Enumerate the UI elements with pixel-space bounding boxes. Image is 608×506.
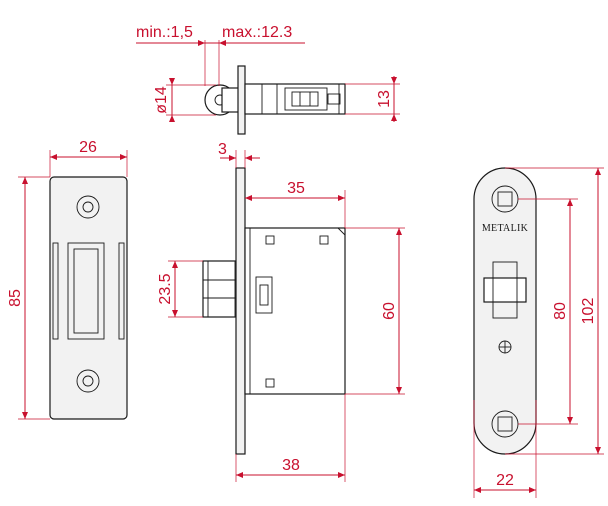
bolt	[202, 260, 241, 318]
dim-strike-height: 85	[7, 176, 50, 420]
latch-side-view	[202, 167, 346, 455]
body-depth-bottom-label: 38	[282, 457, 300, 474]
strike-opening	[67, 242, 105, 340]
dim-faceplate-hole-spacing: 80	[518, 198, 578, 425]
dim-body-depth-top: 35	[245, 180, 346, 228]
dim-roller-diameter: ø14	[153, 78, 216, 122]
bolt-height-label: 23.5	[157, 273, 174, 304]
strike-screw-hole-top	[76, 195, 100, 219]
brand-logo: METALIK	[482, 223, 529, 234]
hole-spacing-label: 80	[552, 302, 569, 320]
side-faceplate	[235, 167, 246, 455]
strike-plate-body	[49, 176, 128, 420]
bolt-opening	[483, 277, 527, 303]
roller-diameter-label: ø14	[153, 86, 170, 114]
dim-strike-width: 26	[49, 139, 128, 177]
faceplate-thickness-label: 3	[218, 141, 227, 158]
rivet	[319, 235, 329, 245]
dim-bolt-height: 23.5	[157, 260, 203, 318]
dim-faceplate-thickness: 3	[218, 141, 260, 168]
dim-body-thickness: 13	[345, 76, 400, 122]
dim-faceplate-width: 22	[473, 400, 537, 498]
body-thickness-label: 13	[376, 90, 393, 108]
clearance-min-label: min.:1,5	[136, 24, 193, 41]
top-faceplate	[237, 65, 246, 135]
dim-body-depth-bottom: 38	[235, 394, 346, 482]
strike-plate	[49, 176, 128, 420]
front-faceplate: METALIK	[473, 167, 537, 455]
faceplate-height-label: 102	[580, 298, 597, 325]
latch-body	[244, 227, 346, 395]
dim-clearance: min.:1,5 max.:12.3	[136, 24, 305, 86]
body-depth-top-label: 35	[287, 180, 305, 197]
strike-height-label: 85	[7, 289, 24, 307]
top-view	[204, 65, 346, 135]
rivet	[265, 378, 275, 388]
strike-width-label: 26	[79, 139, 97, 156]
strike-screw-hole-bottom	[76, 369, 100, 393]
bolt-housing	[255, 276, 273, 314]
clearance-max-label: max.:12.3	[222, 24, 292, 41]
top-body	[244, 83, 346, 115]
roller-bracket	[221, 87, 241, 113]
dim-faceplate-height: 102	[505, 167, 604, 455]
faceplate-width-label: 22	[496, 472, 514, 489]
body-height-label: 60	[381, 302, 398, 320]
rivet	[265, 235, 275, 245]
dim-body-height: 60	[345, 227, 405, 395]
